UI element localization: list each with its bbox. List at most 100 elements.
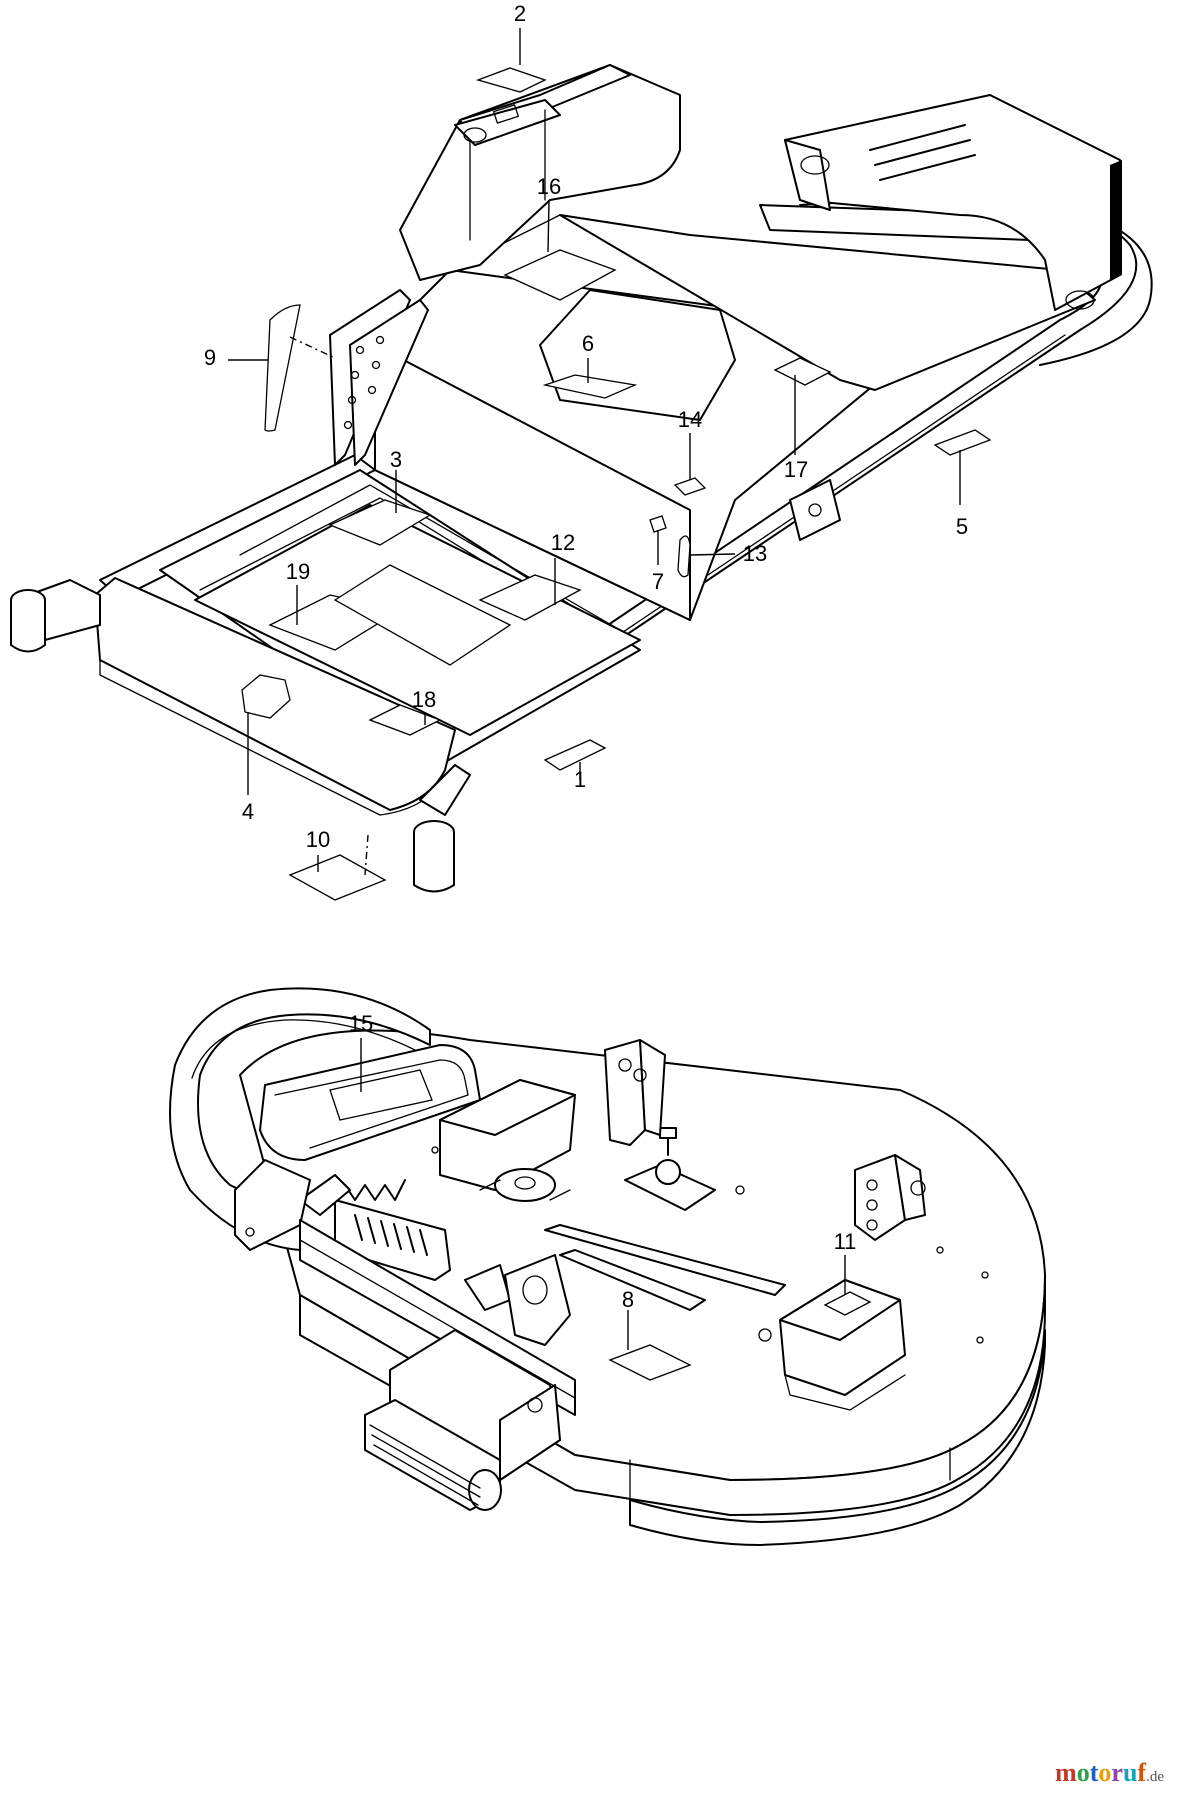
deck-belt-slot-lower (559, 1249, 706, 1311)
motoruf-watermark: motoruf.de (1055, 1758, 1164, 1788)
deck-lift-bracket-right-hole3 (866, 1219, 878, 1231)
deck-belt-slot-upper (544, 1224, 786, 1296)
deck-hole-c (976, 1336, 984, 1344)
decal-2 (475, 67, 547, 93)
rear-platform (559, 214, 1096, 391)
spindle-cover-right-base (784, 1374, 906, 1411)
engine-shroud (784, 94, 1121, 311)
decal-7 (649, 515, 667, 533)
callout-3: 3 (389, 447, 403, 472)
watermark-letter-o2: o (1098, 1758, 1112, 1787)
console-knob (463, 127, 487, 143)
deck-lift-bracket-right-side (894, 1154, 926, 1221)
right-caster-arm (419, 764, 471, 816)
decal-4 (241, 674, 291, 719)
engine-shroud-hole-right (1065, 290, 1095, 310)
callout-8: 8 (621, 1287, 635, 1312)
deck-hole-a (735, 1185, 745, 1195)
belt-cover-rim (274, 1059, 469, 1149)
spindle-mount-left (479, 1179, 571, 1201)
deck-hole-e (431, 1146, 439, 1154)
control-console-panel (454, 99, 561, 146)
callout-11: 11 (833, 1229, 857, 1254)
callout-16: 16 (536, 174, 562, 199)
watermark-letter-f: f (1137, 1758, 1147, 1787)
decal-11 (823, 1291, 872, 1316)
right-caster-tube (413, 832, 455, 893)
anti-scalp-roller-grooves (369, 1424, 481, 1506)
watermark-tld: .de (1146, 1769, 1164, 1785)
callout-7: 7 (651, 569, 665, 594)
deck-lift-bracket-right (854, 1154, 906, 1241)
deck-left-bracket-hole (245, 1227, 255, 1237)
decal-3 (328, 499, 432, 546)
engine-shroud-left-wall (784, 139, 831, 211)
decal-1 (543, 739, 607, 771)
decal-13 (677, 535, 691, 578)
anti-scalp-roller-end (468, 1469, 502, 1511)
callout-15: 15 (348, 1011, 374, 1036)
deck-lift-bracket-right-hole1 (866, 1179, 878, 1191)
deck-front-rail-lip (299, 1239, 576, 1399)
spindle-pulley-left-hub (514, 1176, 536, 1190)
spring-arm (299, 1174, 351, 1216)
hinge-hole-1 (355, 345, 365, 355)
decal-15 (329, 1069, 433, 1121)
decal-18 (368, 704, 442, 736)
decal-9-dash (289, 336, 336, 359)
hinge-hole-2 (350, 370, 360, 380)
deck-lift-bracket-center-hole2 (633, 1068, 647, 1082)
deck-lift-bracket-right-pin (910, 1180, 926, 1196)
watermark-letter-t: t (1089, 1758, 1099, 1787)
callout-12: 12 (550, 530, 576, 555)
idler-bolt-head (659, 1127, 677, 1139)
callout-19: 19 (285, 559, 311, 584)
decal-9 (264, 304, 301, 432)
seat-hinge-plate-inner (349, 299, 429, 466)
hinge-hole-5 (375, 335, 385, 345)
decal-8 (608, 1344, 692, 1381)
idler-pulley-center (655, 1159, 681, 1185)
decal-10-dash (364, 834, 369, 876)
callout-10: 10 (305, 827, 331, 852)
decal-5 (933, 429, 992, 456)
deck-bolt-right (758, 1328, 772, 1342)
watermark-letter-o1: o (1076, 1758, 1090, 1787)
engine-shroud-slot-3 (879, 154, 976, 181)
decal-floor-large (333, 564, 512, 666)
callout-17: 17 (783, 457, 809, 482)
left-caster-tube (10, 600, 46, 653)
deck-lift-bracket-right-hole2 (866, 1199, 878, 1211)
spindle-housing-front (504, 1254, 571, 1346)
watermark-letter-r: r (1111, 1758, 1123, 1787)
hinge-hole-3 (347, 395, 357, 405)
leader-16 (547, 199, 550, 253)
spindle-housing-left-top (439, 1079, 576, 1136)
deck-skirt-seam (629, 1447, 951, 1506)
callout-9: 9 (203, 345, 217, 370)
deck-lift-bracket-center-hole (618, 1058, 632, 1072)
callout-2: 2 (513, 1, 527, 26)
rail-bracket (789, 479, 841, 541)
engine-shroud-right-hatch (1110, 160, 1122, 280)
watermark-letter-u: u (1122, 1758, 1138, 1787)
watermark-letter-m: m (1055, 1758, 1077, 1787)
spindle-housing-front-boss (522, 1275, 548, 1305)
deck-skirt-lower (629, 1329, 1046, 1546)
console-gauge (493, 104, 519, 124)
deck-hole-d (936, 1246, 944, 1254)
engine-shroud-slot-1 (869, 124, 966, 151)
spring-coil (354, 1214, 428, 1256)
callout-5: 5 (955, 514, 969, 539)
callout-13: 13 (742, 541, 768, 566)
discharge-shield-inner (191, 1019, 416, 1079)
callout-6: 6 (581, 331, 595, 356)
callout-1: 1 (573, 767, 587, 792)
deck-assembly (169, 987, 1046, 1546)
hinge-hole-7 (367, 385, 377, 395)
rail-bracket-hole (808, 503, 822, 517)
decal-6 (542, 374, 638, 399)
discharge-shield (169, 987, 431, 1251)
